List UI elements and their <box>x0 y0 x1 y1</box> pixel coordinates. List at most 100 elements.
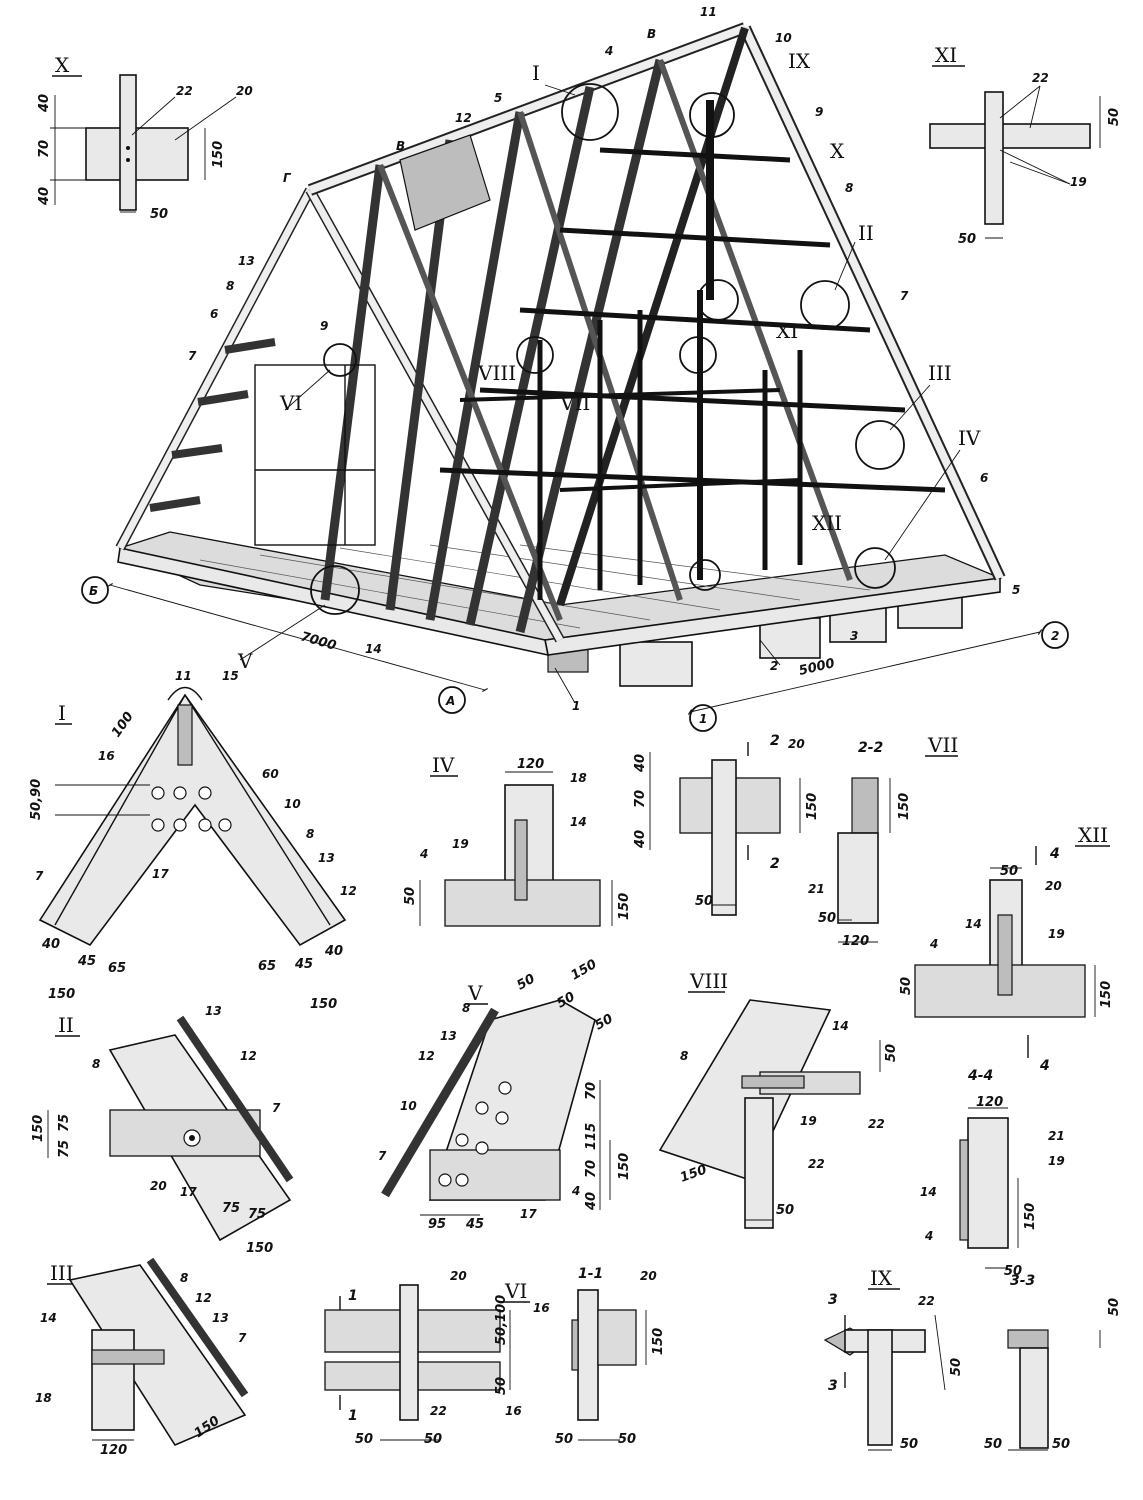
dim: 75 <box>57 1140 72 1158</box>
label: 22 <box>868 1117 885 1131</box>
label: 4 <box>924 1229 933 1243</box>
dim: 120 <box>842 934 869 949</box>
label-6: 6 <box>210 307 218 321</box>
label: 15 <box>222 669 239 683</box>
detail-xii-title: XII <box>1078 823 1108 847</box>
label: 19 <box>1048 927 1065 941</box>
label: 20 <box>450 1269 467 1283</box>
label: 16 <box>505 1404 522 1418</box>
callout-xii: XII <box>812 511 842 535</box>
label-7b: 7 <box>188 349 197 363</box>
callout-i: I <box>532 61 540 85</box>
section-4-4-title: 4-4 <box>967 1068 993 1084</box>
label: 11 <box>175 669 192 683</box>
dim: 50 <box>695 894 713 909</box>
dim: 50 <box>776 1203 794 1218</box>
label: 16 <box>533 1301 550 1315</box>
label-1: 1 <box>572 699 580 713</box>
label-12: 12 <box>455 111 472 125</box>
dim: 40 <box>324 944 343 959</box>
label: 13 <box>205 1004 222 1018</box>
detail-vi-title: VI <box>504 1279 527 1303</box>
dim: 115 <box>584 1123 599 1150</box>
dim: 50 <box>1107 1298 1122 1316</box>
label: 20 <box>1045 879 1062 893</box>
dim: 150 <box>246 1241 273 1256</box>
label: 13 <box>440 1029 457 1043</box>
interior-frame <box>254 100 803 600</box>
detail-x: X 40 70 40 150 50 22 20 <box>37 53 253 222</box>
label: 16 <box>98 749 115 763</box>
detail-ii: II 8 13 12 7 20 17 150 75 75 75 75 150 <box>31 1004 294 1256</box>
label-9: 9 <box>815 105 823 119</box>
dim: 150 <box>897 793 912 820</box>
dim: 120 <box>100 1443 127 1458</box>
label: 19 <box>452 837 469 851</box>
cut-mark: 4 <box>1049 846 1060 862</box>
dim: 95 <box>428 1217 446 1232</box>
label: 12 <box>240 1049 257 1063</box>
dim: 150 <box>805 793 820 820</box>
detail-xii: XII 50 4 20 19 14 4 50 150 4 4-4 120 21 … <box>899 823 1114 1279</box>
axis-b: Б <box>89 584 98 598</box>
callout-iv: IV <box>958 426 981 450</box>
dim: 40 <box>633 830 648 849</box>
label: 22 <box>918 1294 935 1308</box>
label: 19 <box>1070 175 1087 189</box>
dim: 50 <box>618 1432 636 1447</box>
cut-mark: 2 <box>770 733 780 749</box>
dim: 40 <box>41 937 60 952</box>
label: 20 <box>150 1179 167 1193</box>
dim: 50 <box>1004 1264 1022 1279</box>
cut-mark: 3 <box>828 1378 838 1394</box>
label-11: 11 <box>700 5 717 19</box>
label: 10 <box>284 797 301 811</box>
detail-iii: III 8 12 13 7 14 18 120 150 <box>35 1257 249 1458</box>
dim: 50 <box>900 1437 918 1452</box>
callout-x: X <box>830 139 845 163</box>
label: 22 <box>808 1157 825 1171</box>
dim: 65 <box>108 961 126 976</box>
label-9b: 9 <box>320 319 328 333</box>
detail-x-title: X <box>55 53 70 77</box>
dim: 150 <box>678 1162 709 1185</box>
label: 17 <box>180 1185 197 1199</box>
label: 14 <box>965 917 982 931</box>
label: 4 <box>571 1184 580 1198</box>
label: 22 <box>430 1404 447 1418</box>
label-8: 8 <box>845 181 853 195</box>
label: 22 <box>1032 71 1049 85</box>
detail-ix-title: IX <box>870 1266 893 1290</box>
dim: 50 <box>494 1377 509 1395</box>
label: 17 <box>152 867 169 881</box>
dim: 50 <box>1000 864 1018 879</box>
detail-iv: IV 120 18 14 19 4 50 150 <box>403 753 632 927</box>
dim: 120 <box>517 757 544 772</box>
label: 7 <box>272 1101 281 1115</box>
purlins <box>439 147 946 493</box>
callout-xi: XI <box>776 319 798 343</box>
dim: 150 <box>617 893 632 920</box>
label: 19 <box>800 1114 817 1128</box>
label-8b: 8 <box>226 279 234 293</box>
dim: 65 <box>258 959 276 974</box>
label-10: 10 <box>775 31 792 45</box>
dim: 150 <box>48 987 75 1002</box>
detail-i-title: I <box>58 701 66 725</box>
label: 13 <box>318 851 335 865</box>
axis-b2: В <box>396 139 405 153</box>
dim: 50 <box>884 1044 899 1062</box>
dim: 45 <box>77 954 96 969</box>
dim: 150 <box>651 1328 666 1355</box>
label: 18 <box>570 771 587 785</box>
label: 19 <box>1048 1154 1065 1168</box>
dim: 50 <box>1107 108 1122 126</box>
label: 21 <box>808 882 825 896</box>
label: 8 <box>180 1271 188 1285</box>
label-14: 14 <box>365 642 382 656</box>
dim: 50 <box>949 1358 964 1376</box>
label-13: 13 <box>238 254 255 268</box>
label: 18 <box>35 1391 52 1405</box>
callout-v: V <box>237 649 253 673</box>
label: 12 <box>340 884 357 898</box>
